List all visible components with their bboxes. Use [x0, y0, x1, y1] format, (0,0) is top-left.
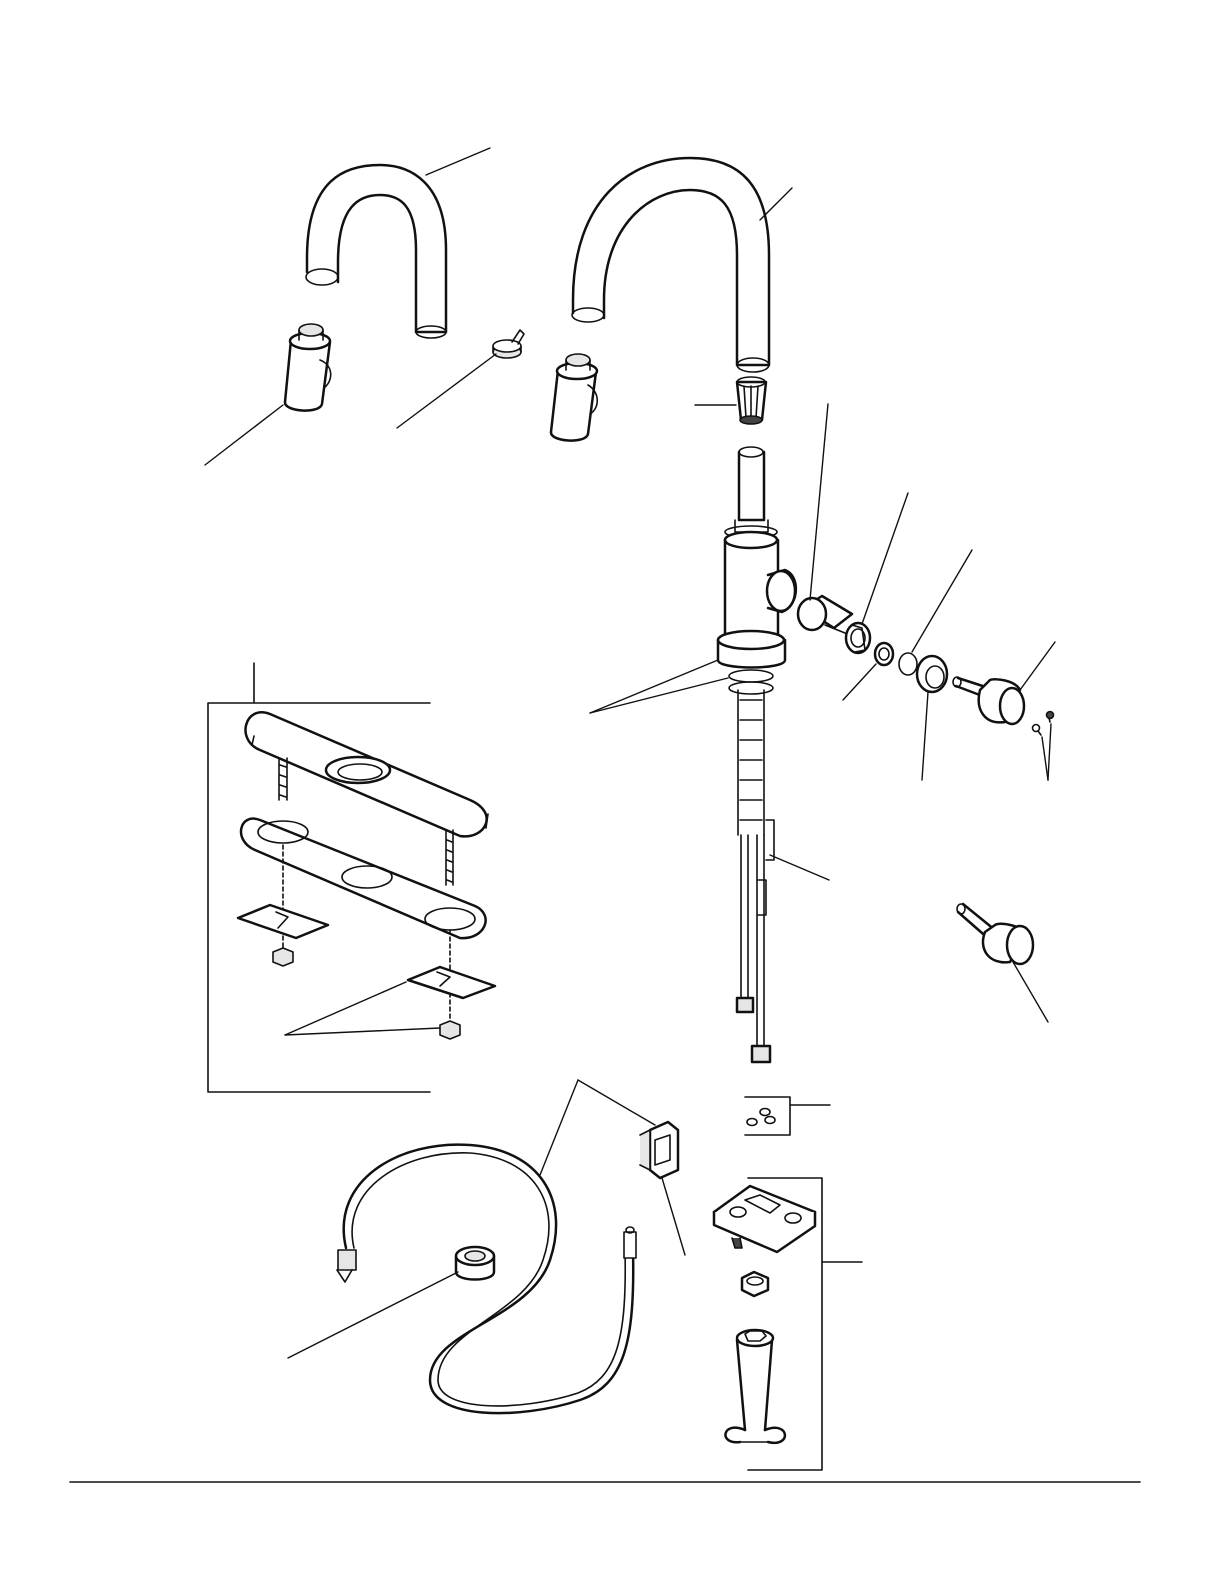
handle — [953, 677, 1024, 724]
leader-bonnet-nut — [862, 493, 908, 624]
cartridge — [798, 596, 852, 633]
leader-set-screw-2 — [1048, 724, 1051, 780]
spout-short — [306, 165, 446, 338]
leader-retaining-ring — [843, 664, 876, 700]
wand-cylinder-right — [551, 354, 597, 441]
leader-cartridge — [810, 404, 828, 600]
leader-hose-weight — [288, 1272, 458, 1358]
leader-wand-left — [205, 405, 283, 465]
leader-hose-guide-2 — [662, 1178, 685, 1255]
hose-weight — [456, 1247, 494, 1280]
leader-escutcheon-cap — [922, 692, 928, 780]
escutcheon-plate-kit — [208, 663, 495, 1092]
faucet-body — [718, 447, 796, 835]
leader-hose-guide-1 — [578, 1080, 655, 1125]
leader-o-ring — [912, 550, 972, 652]
o-ring — [899, 653, 917, 675]
spout-collet — [737, 377, 766, 424]
leader-plate-kit-2 — [285, 1028, 440, 1035]
handle-alternate — [957, 904, 1033, 964]
escutcheon-cap — [917, 656, 947, 692]
spout-adapter — [493, 330, 524, 358]
leader-spout-adapter — [397, 354, 496, 428]
wand-cylinder-left — [285, 324, 331, 411]
leader-handle — [1020, 642, 1055, 690]
mounting-hardware-kit — [714, 1178, 822, 1470]
leader-handle-alternate — [1013, 962, 1048, 1022]
supply-lines — [737, 820, 774, 1062]
leader-spout-tall — [760, 188, 792, 220]
leader-hose — [540, 1080, 578, 1175]
hose-guide-clip — [640, 1122, 678, 1178]
retaining-ring — [875, 643, 893, 665]
leader-supply-lines — [770, 855, 829, 880]
bonnet-nut — [846, 623, 870, 653]
leader-gaskets-1 — [590, 660, 718, 713]
leader-gaskets-2 — [590, 678, 728, 713]
leader-plate-kit-1 — [285, 982, 406, 1035]
spout-tall — [572, 158, 769, 372]
leader-set-screw-1 — [1042, 737, 1048, 780]
hose-washers — [745, 1097, 790, 1135]
leader-spout-short — [426, 148, 490, 175]
